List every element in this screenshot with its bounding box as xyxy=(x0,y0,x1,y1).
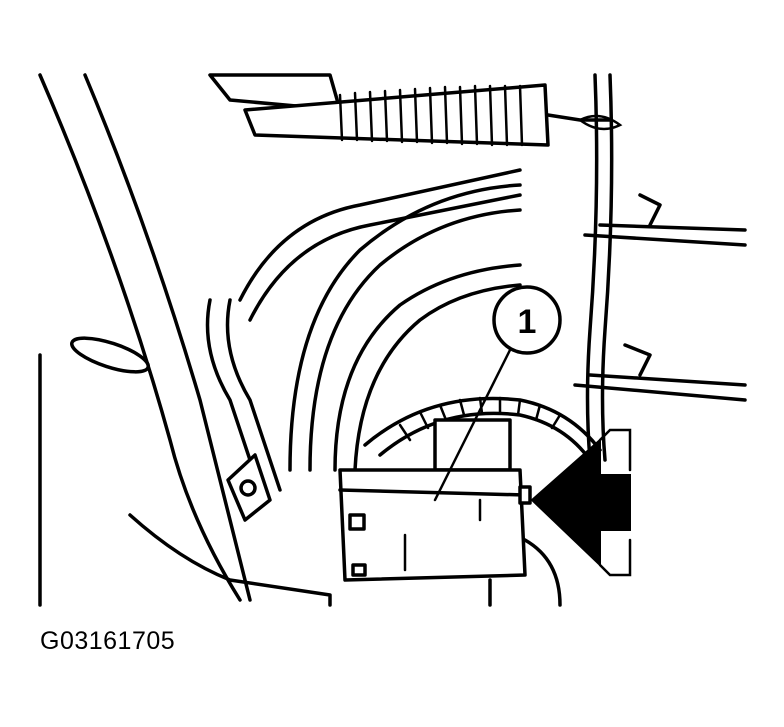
electrical-connector xyxy=(338,418,562,607)
direction-arrow-icon xyxy=(530,428,632,577)
body-panel xyxy=(38,73,332,607)
corrugated-conduit xyxy=(363,396,602,462)
figure-id-label: G03161705 xyxy=(40,627,176,655)
wire-mesh xyxy=(573,73,747,462)
spring-harness xyxy=(208,73,612,147)
mounting-bracket xyxy=(226,453,272,522)
cable-bundle xyxy=(205,168,522,492)
callout-1: 1 xyxy=(433,285,562,502)
callout-number: 1 xyxy=(518,303,537,341)
